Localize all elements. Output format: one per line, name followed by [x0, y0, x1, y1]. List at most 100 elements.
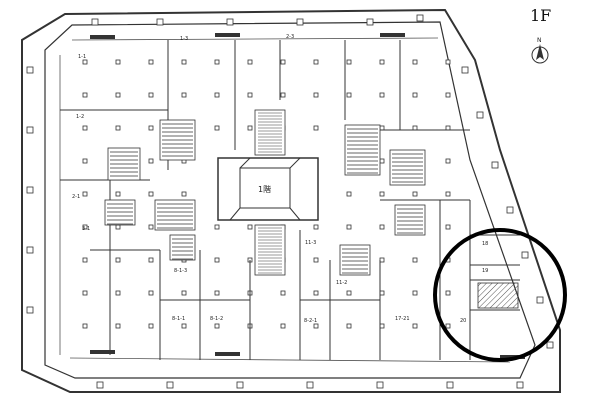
escalator-south	[254, 224, 286, 276]
pillar	[181, 290, 187, 296]
pillar	[181, 323, 187, 329]
pillar	[412, 92, 418, 98]
pillar	[214, 257, 220, 263]
pillar	[379, 125, 385, 131]
pillar	[461, 66, 469, 74]
pillar	[412, 191, 418, 197]
entrance	[215, 33, 240, 37]
pillar	[26, 66, 34, 74]
pillar	[346, 224, 352, 230]
pillar	[181, 191, 187, 197]
pillar	[96, 381, 104, 389]
room-label: 8-1-1	[172, 316, 185, 322]
pillar	[476, 111, 484, 119]
pillar	[445, 158, 451, 164]
pillar	[516, 381, 524, 389]
pillar	[82, 323, 88, 329]
pillar	[214, 290, 220, 296]
pillar	[446, 381, 454, 389]
pillar	[82, 158, 88, 164]
pillar	[236, 381, 244, 389]
pillar	[445, 323, 451, 329]
pillar	[91, 18, 99, 26]
room-label: 3-1	[82, 226, 90, 232]
pillar	[280, 323, 286, 329]
compass-label: N	[537, 37, 542, 44]
room-label: 11-3	[305, 240, 316, 246]
highlighted-unit	[477, 282, 519, 309]
pillar	[148, 323, 154, 329]
highlight-circle	[433, 228, 567, 362]
pillar	[379, 257, 385, 263]
pillar	[546, 341, 554, 349]
pillar	[376, 381, 384, 389]
room-label: 8-2-1	[304, 318, 317, 324]
pillar	[26, 126, 34, 134]
pillar	[26, 246, 34, 254]
pillar	[445, 125, 451, 131]
pillar	[346, 323, 352, 329]
pillar	[306, 381, 314, 389]
building-inner-wall	[44, 21, 536, 379]
pillar	[412, 290, 418, 296]
pillar	[412, 323, 418, 329]
pillar	[226, 18, 234, 26]
pillar	[181, 92, 187, 98]
pillar	[166, 381, 174, 389]
pillar	[82, 257, 88, 263]
pillar	[379, 158, 385, 164]
pillar	[280, 59, 286, 65]
room-label: 18	[482, 241, 488, 247]
room-label: 20	[460, 318, 466, 324]
pillar	[82, 191, 88, 197]
pillar	[115, 323, 121, 329]
service-core	[154, 199, 196, 231]
room-label: 2-3	[286, 34, 294, 40]
room-label: 8-1-3	[174, 268, 187, 274]
pillar	[296, 18, 304, 26]
room-label: 1-3	[180, 36, 188, 42]
pillar	[82, 92, 88, 98]
room-label: 1-2	[76, 114, 84, 120]
entrance	[90, 35, 115, 39]
pillar	[115, 191, 121, 197]
pillar	[148, 191, 154, 197]
pillar	[379, 92, 385, 98]
pillar	[247, 92, 253, 98]
room-label: 11-2	[336, 280, 347, 286]
pillar	[280, 92, 286, 98]
pillar	[214, 125, 220, 131]
floor-label: 1F	[530, 6, 552, 25]
pillar	[313, 290, 319, 296]
pillar	[506, 206, 514, 214]
pillar	[214, 323, 220, 329]
pillar	[491, 161, 499, 169]
pillar	[115, 125, 121, 131]
pillar	[379, 224, 385, 230]
pillar	[346, 92, 352, 98]
pillar	[379, 290, 385, 296]
pillar	[115, 59, 121, 65]
room-label: 17-21	[395, 316, 410, 322]
pillar	[346, 59, 352, 65]
service-core	[344, 124, 381, 176]
pillar	[313, 92, 319, 98]
entrance	[215, 352, 240, 356]
pillar	[521, 251, 529, 259]
pillar	[82, 59, 88, 65]
pillar	[148, 257, 154, 263]
pillar	[148, 59, 154, 65]
pillar	[313, 323, 319, 329]
pillar	[82, 290, 88, 296]
pillar	[214, 92, 220, 98]
pillar	[214, 224, 220, 230]
pillar	[412, 125, 418, 131]
atrium-label: 1階	[258, 184, 271, 194]
pillar	[148, 290, 154, 296]
room-label: 1-1	[78, 54, 86, 60]
pillar	[445, 92, 451, 98]
pillar	[115, 257, 121, 263]
pillar	[346, 191, 352, 197]
pillar	[366, 18, 374, 26]
room-label: 8-1-2	[210, 316, 223, 322]
